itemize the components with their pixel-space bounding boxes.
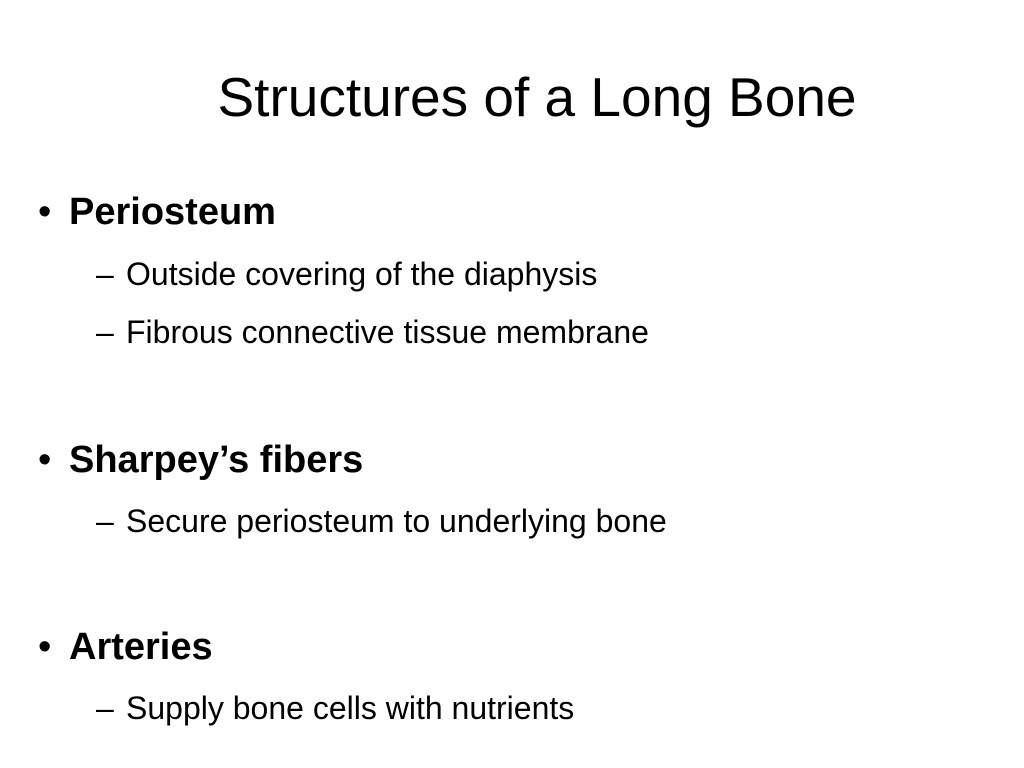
- sub-point-text: Secure periosteum to underlying bone: [126, 503, 667, 539]
- dash-glyph: –: [96, 503, 114, 539]
- bullet-periosteum: • Periosteum: [38, 188, 276, 236]
- bullet-sharpeys-fibers: • Sharpey’s fibers: [38, 436, 363, 484]
- dash-glyph: –: [96, 690, 114, 726]
- bullet-arteries: • Arteries: [38, 623, 213, 671]
- sub-point-text: Fibrous connective tissue membrane: [126, 314, 649, 350]
- sub-point-text: Supply bone cells with nutrients: [126, 690, 575, 726]
- sub-point: –Outside covering of the diaphysis: [96, 254, 597, 294]
- bullet-heading: Sharpey’s fibers: [69, 439, 364, 481]
- sub-point: –Secure periosteum to underlying bone: [96, 501, 667, 541]
- sub-point: –Fibrous connective tissue membrane: [96, 312, 649, 352]
- bullet-heading: Periosteum: [69, 191, 276, 233]
- bullet-heading: Arteries: [69, 626, 213, 668]
- dash-glyph: –: [96, 314, 114, 350]
- bullet-glyph: •: [38, 191, 52, 233]
- sub-point-text: Outside covering of the diaphysis: [126, 256, 598, 292]
- sub-point: –Supply bone cells with nutrients: [96, 688, 574, 728]
- slide-title: Structures of a Long Bone: [217, 66, 857, 128]
- bullet-glyph: •: [38, 439, 52, 481]
- bullet-glyph: •: [38, 626, 52, 668]
- dash-glyph: –: [96, 256, 114, 292]
